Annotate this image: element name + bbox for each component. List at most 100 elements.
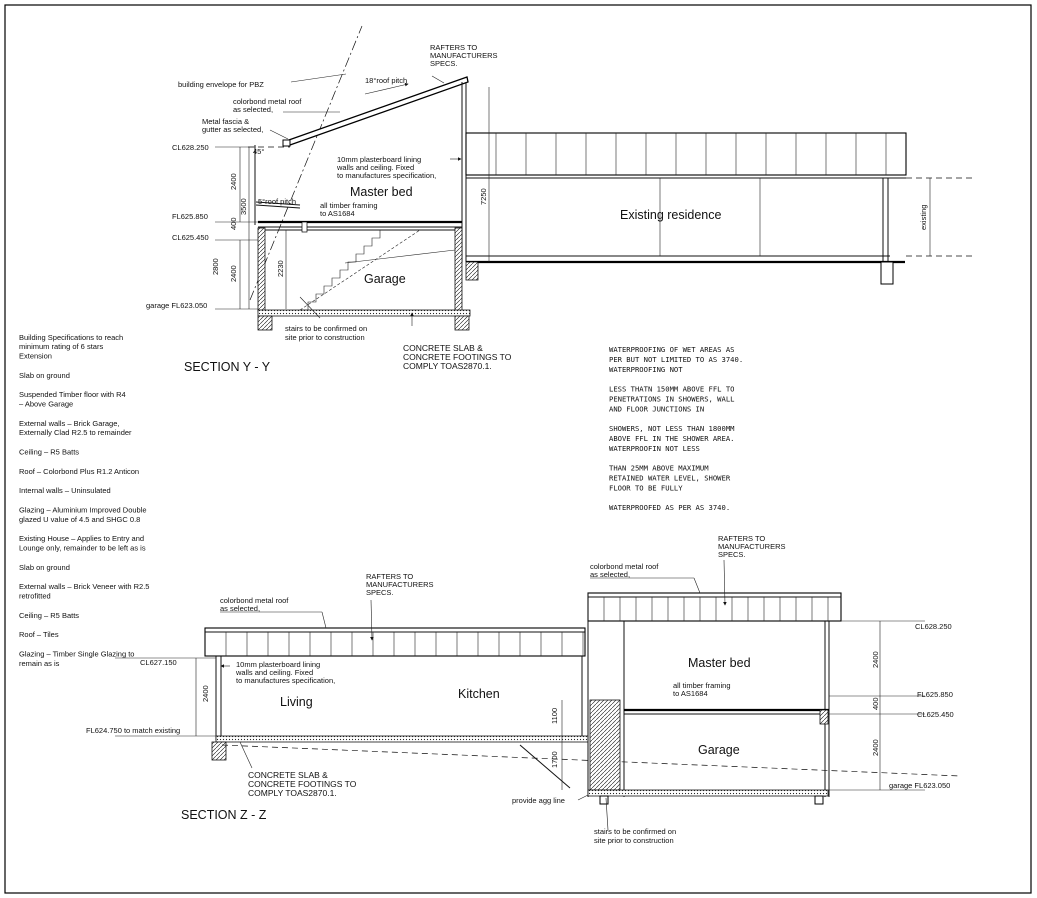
spec-line-1-0: Slab on ground [19,371,70,380]
zz-right-roof [587,592,842,622]
section-yy-title: SECTION Y - Y [184,360,271,374]
zz-level-fl625-850: FL625.850 [917,690,953,699]
waterproofing-line-2-1: ABOVE FFL IN THE SHOWER AREA. [609,434,735,443]
yy-rafters-2: MANUFACTURERS [430,51,498,60]
yy-rafters-1: RAFTERS TO [430,43,477,52]
zz-stairs-2: site prior to construction [594,836,674,845]
waterproofing-line-0-0: WATERPROOFING OF WET AREAS AS [609,345,735,354]
zz-colorbond-left-1: colorbond metal roof [220,596,289,605]
yy-existing-residence: Existing residence [620,208,721,222]
sheet-border [4,4,1032,894]
section-zz-title: SECTION Z - Z [181,808,267,822]
spec-line-7-0: Glazing – Aluminium Improved Double [19,506,147,515]
spec-line-13-1: remain as is [19,659,60,668]
zz-rafters-left-2: MANUFACTURERS [366,580,434,589]
yy-dim-7250: 7250 [479,188,488,205]
yy-existing: existing [919,205,928,230]
yy-timber-2: to AS1684 [320,209,355,218]
zz-stairs-1: stairs to be confirmed on [594,827,676,836]
yy-plaster-3: to manufactures specification, [337,171,436,180]
yy-dim-3500: 3500 [239,198,248,215]
zz-timber-2: to AS1684 [673,689,708,698]
yy-fascia-2: gutter as selected, [202,125,263,134]
waterproofing-line-1-0: LESS THATN 150MM ABOVE FFL TO [609,385,735,394]
zz-dim-2400-top: 2400 [871,651,880,668]
spec-line-13-0: Glazing – Timber Single Glazing to [19,650,134,659]
spec-line-4-0: Ceiling – R5 Batts [19,447,79,456]
zz-level-cl625-450: CL625.450 [917,710,954,719]
yy-plaster-1: 10mm plasterboard lining [337,155,421,164]
yy-concrete-3: COMPLY TOAS2870.1. [403,361,492,371]
zz-rafters-left-3: SPECS. [366,588,394,597]
waterproofing-line-1-2: AND FLOOR JUNCTIONS IN [609,405,704,414]
zz-garage: Garage [698,743,740,757]
zz-rafters-right-1: RAFTERS TO [718,534,765,543]
yy-colorbond-1: colorbond metal roof [233,97,302,106]
zz-master-bed: Master bed [688,656,751,670]
yy-concrete-1: CONCRETE SLAB & [403,343,483,353]
spec-line-8-0: Existing House – Applies to Entry and [19,534,144,543]
zz-colorbond-right-2: as selected, [590,570,630,579]
zz-concrete-1: CONCRETE SLAB & [248,770,328,780]
spec-line-5-0: Roof – Colorbond Plus R1.2 Anticon [19,467,139,476]
section-yy [215,25,975,331]
zz-level-garage: garage FL623.050 [889,781,950,790]
zz-dim-2400-bottom: 2400 [871,739,880,756]
zz-colorbond-right-1: colorbond metal roof [590,562,659,571]
zz-plaster-2: walls and ceiling. Fixed [235,668,313,677]
spec-line-10-1: retrofitted [19,591,51,600]
yy-stairs-2: site prior to construction [285,333,365,342]
waterproofing-line-2-2: WATERPROOFIN NOT LESS [609,444,700,453]
section-yy-text: RAFTERS TO MANUFACTURERS SPECS. building… [146,43,928,374]
yy-master-bed: Master bed [350,185,413,199]
zz-living: Living [280,695,313,709]
zz-dim-400: 400 [871,697,880,710]
spec-line-9-0: Slab on ground [19,563,70,572]
yy-rafters-3: SPECS. [430,59,458,68]
yy-colorbond-2: as selected, [233,105,273,114]
zz-rafters-right-2: MANUFACTURERS [718,542,786,551]
zz-level-cl628: CL628.250 [915,622,952,631]
zz-kitchen: Kitchen [458,687,500,701]
yy-roof-pitch: 18°roof pitch [365,76,407,85]
zz-colorbond-left-2: as selected, [220,604,260,613]
waterproofing-line-1-1: PENETRATIONS IN SHOWERS, WALL [609,395,735,404]
waterproofing-line-3-0: THAN 25MM ABOVE MAXIMUM [609,464,709,473]
zz-dim-1100: 1100 [550,708,559,724]
spec-line-0-0: Building Specifications to reach [19,333,123,342]
yy-roof [284,76,469,146]
zz-concrete-3: COMPLY TOAS2870.1. [248,788,337,798]
existing-roof [465,132,907,176]
zz-concrete-2: CONCRETE FOOTINGS TO [248,779,357,789]
spec-line-12-0: Roof – Tiles [19,630,59,639]
zz-left-roof [204,627,586,657]
yy-dim-2400-bottom: 2400 [229,265,238,282]
spec-line-2-1: – Above Garage [19,399,73,408]
spec-line-10-0: External walls – Brick Veneer with R2.5 [19,582,149,591]
spec-line-7-1: glazed U value of 4.5 and SHGC 0.8 [19,515,140,524]
zz-plaster-1: 10mm plasterboard lining [236,660,320,669]
yy-timber-1: all timber framing [320,201,378,210]
spec-line-3-1: Externally Clad R2.5 to remainder [19,428,132,437]
yy-dim-400: 400 [229,217,238,230]
yy-level-cl625-450: CL625.450 [172,233,209,242]
section-zz-text: RAFTERS TO MANUFACTURERS SPECS. colorbon… [86,534,954,845]
yy-dim-2800: 2800 [211,258,220,275]
zz-rafters-right-3: SPECS. [718,550,746,559]
section-zz [115,559,961,831]
waterproofing-line-0-1: PER BUT NOT LIMITED TO AS 3740. [609,355,743,364]
spec-line-0-2: Extension [19,351,52,360]
waterproofing-line-4-0: WATERPROOFED AS PER AS 3740. [609,503,730,512]
zz-dim-2400-left: 2400 [201,685,210,702]
yy-level-fl625-850: FL625.850 [172,212,208,221]
yy-dim-2400-top: 2400 [229,173,238,190]
yy-concrete-2: CONCRETE FOOTINGS TO [403,352,512,362]
yy-level-garage: garage FL623.050 [146,301,207,310]
yy-fascia-1: Metal fascia & [202,117,249,126]
waterproofing-line-3-1: RETAINED WATER LEVEL, SHOWER [609,474,731,483]
zz-level-cl627: CL627.150 [140,658,177,667]
zz-rafters-left-1: RAFTERS TO [366,572,413,581]
zz-timber-1: all timber framing [673,681,731,690]
